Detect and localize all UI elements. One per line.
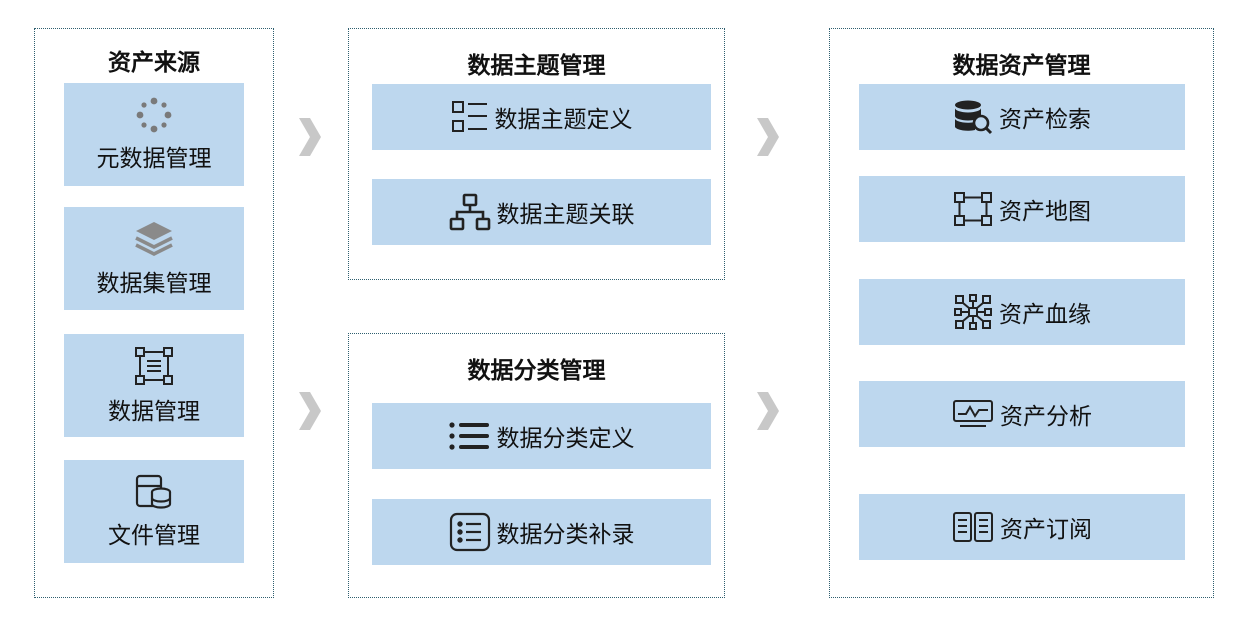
asset-source-title: 资产来源 <box>108 50 200 76</box>
tile-file-management[interactable]: 文件管理 <box>64 460 244 563</box>
tile-asset-map[interactable]: 资产地图 <box>859 176 1185 242</box>
database-search-icon <box>953 99 993 135</box>
tile-classify-supplement[interactable]: 数据分类补录 <box>372 499 711 565</box>
tile-dataset-management[interactable]: 数据集管理 <box>64 207 244 310</box>
bullet-list-icon <box>448 421 491 451</box>
tile-asset-lineage[interactable]: 资产血缘 <box>859 279 1185 345</box>
data-topic-title: 数据主题管理 <box>467 53 606 79</box>
tile-asset-subscription[interactable]: 资产订阅 <box>859 494 1185 560</box>
data-topic-panel: 数据主题管理 数据主题定义 数据主题关联 <box>348 28 725 280</box>
book-icon <box>952 511 994 543</box>
tile-label: 资产检索 <box>999 107 1091 133</box>
tile-label: 数据集管理 <box>96 270 212 297</box>
tile-topic-definition[interactable]: 数据主题定义 <box>372 84 711 150</box>
tile-data-management[interactable]: 数据管理 <box>64 334 244 437</box>
file-database-icon <box>135 474 173 510</box>
layers-icon <box>133 220 175 258</box>
tile-label: 数据分类补录 <box>496 522 635 548</box>
tile-label: 数据主题定义 <box>494 107 633 133</box>
tile-metadata-management[interactable]: 元数据管理 <box>64 83 244 186</box>
tile-classify-definition[interactable]: 数据分类定义 <box>372 403 711 469</box>
data-asset-panel: 数据资产管理 资产检索 资产地图 <box>829 28 1214 598</box>
tile-label: 文件管理 <box>108 522 200 549</box>
tile-label: 资产分析 <box>1000 404 1092 430</box>
tile-topic-association[interactable]: 数据主题关联 <box>372 179 711 245</box>
chevron-right-icon <box>757 392 779 430</box>
tile-label: 数据分类定义 <box>496 426 635 452</box>
list-icon <box>451 100 489 134</box>
tile-label: 元数据管理 <box>96 145 212 172</box>
tile-label: 数据管理 <box>108 398 200 425</box>
tile-label: 资产订阅 <box>1000 517 1092 543</box>
network-icon <box>953 293 993 331</box>
node-map-icon <box>953 191 993 227</box>
hierarchy-icon <box>449 193 491 231</box>
data-classify-title: 数据分类管理 <box>467 358 606 384</box>
circle-nodes-icon <box>136 97 172 133</box>
chevron-right-icon <box>299 118 321 156</box>
asset-source-panel: 资产来源 元数据管理 数据集管理 <box>34 28 274 598</box>
data-asset-title: 数据资产管理 <box>952 53 1091 79</box>
data-classify-panel: 数据分类管理 数据分类定义 数据分类补录 <box>348 333 725 598</box>
tile-label: 资产地图 <box>999 199 1091 225</box>
tile-label: 数据主题关联 <box>496 202 635 228</box>
tile-label: 资产血缘 <box>999 302 1091 328</box>
frame-list-icon <box>134 346 174 386</box>
tile-asset-search[interactable]: 资产检索 <box>859 84 1185 150</box>
tile-asset-analysis[interactable]: 资产分析 <box>859 381 1185 447</box>
chevron-right-icon <box>299 392 321 430</box>
monitor-chart-icon <box>952 399 994 429</box>
boxed-list-icon <box>449 512 491 552</box>
chevron-right-icon <box>757 118 779 156</box>
